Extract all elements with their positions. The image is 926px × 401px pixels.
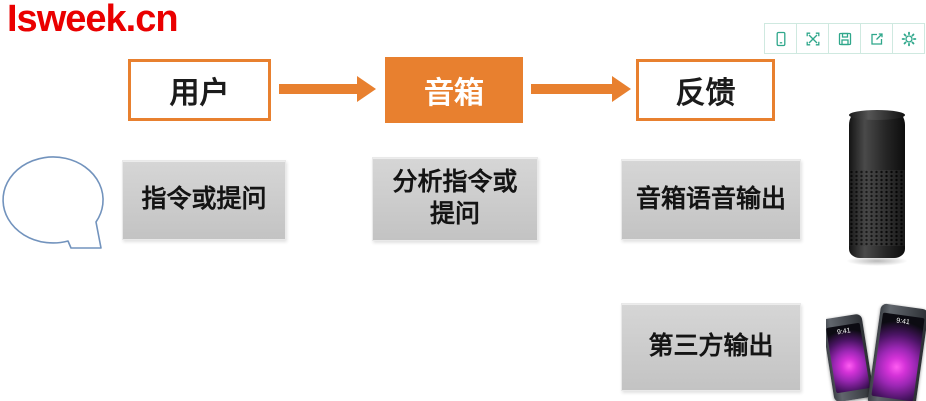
arrow-shaft	[531, 84, 612, 94]
smart-speaker-image	[840, 110, 914, 272]
share-icon	[869, 31, 885, 47]
speaker-shadow	[846, 256, 908, 266]
save-button[interactable]	[828, 24, 860, 53]
iphone-left: 9:41	[826, 313, 875, 401]
iphone-screen: 9:41	[871, 312, 925, 401]
flow-node-speaker: 音箱	[385, 57, 523, 123]
share-button[interactable]	[860, 24, 892, 53]
settings-button[interactable]	[892, 24, 924, 53]
lockscreen-time: 9:41	[836, 327, 852, 337]
step-box-voice-output: 音箱语音输出	[621, 159, 801, 240]
mobile-icon	[773, 31, 789, 47]
save-icon	[837, 31, 853, 47]
step-box-command: 指令或提问	[122, 160, 286, 240]
arrow-shaft	[279, 84, 357, 94]
fullscreen-expand-icon	[805, 31, 821, 47]
flow-arrow-2	[531, 76, 631, 102]
mobile-view-button[interactable]	[765, 24, 796, 53]
arrow-head-icon	[357, 76, 376, 102]
arrow-head-icon	[612, 76, 631, 102]
speaker-top	[849, 110, 905, 120]
flow-node-user: 用户	[128, 59, 271, 121]
gear-icon	[901, 31, 917, 47]
speaker-grille	[849, 170, 905, 246]
iphone-screen: 9:41	[826, 322, 870, 394]
iphone-right: 9:41	[867, 303, 926, 401]
flow-arrow-1	[279, 76, 376, 102]
speech-bubble-icon	[2, 156, 104, 249]
step-box-analyze: 分析指令或提问	[372, 157, 538, 241]
viewer-toolbar	[764, 23, 925, 54]
flow-node-feedback: 反馈	[636, 59, 775, 121]
site-logo: Isweek.cn	[7, 0, 179, 40]
step-box-thirdparty-output: 第三方输出	[621, 303, 801, 391]
lockscreen-time: 9:41	[895, 317, 911, 327]
iphones-image: 9:41 9:41	[826, 303, 926, 401]
fullscreen-button[interactable]	[796, 24, 828, 53]
